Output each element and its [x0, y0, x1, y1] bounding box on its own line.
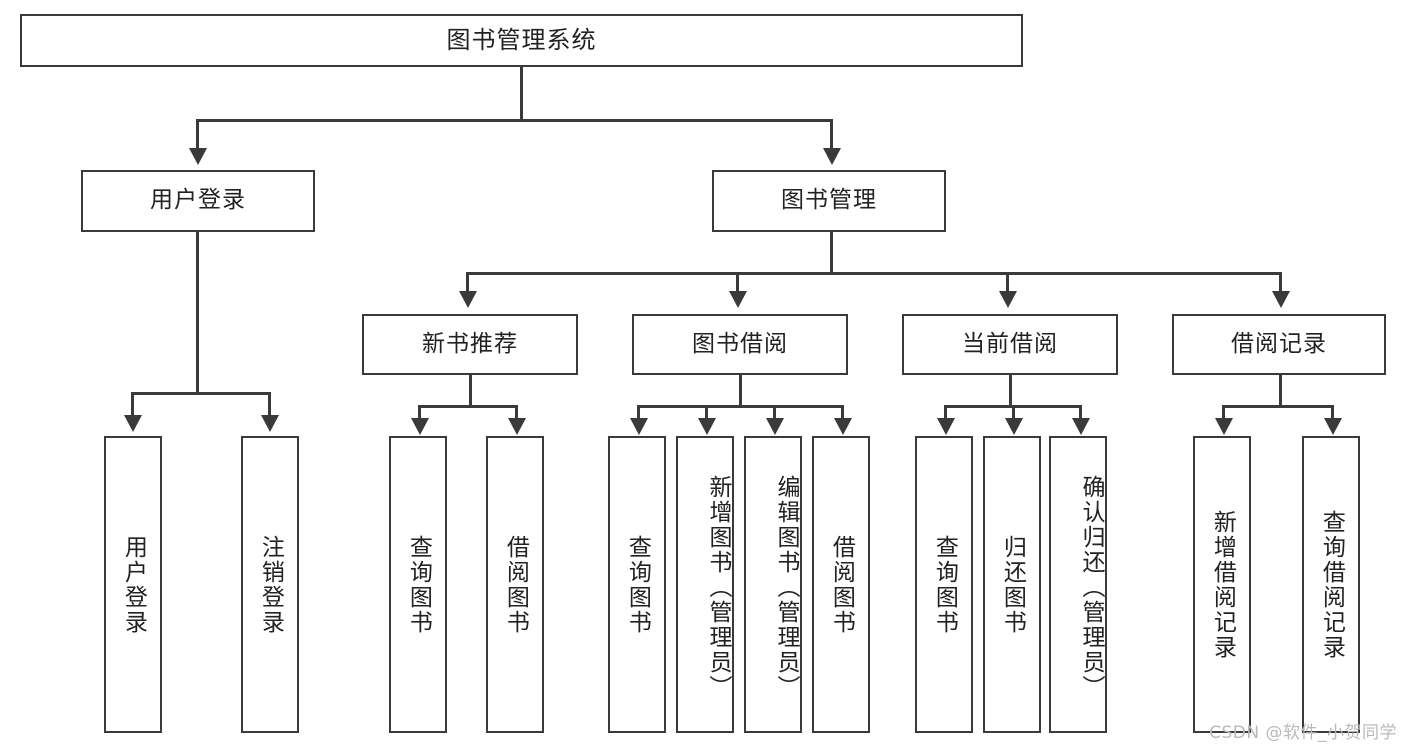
node-book-borrow[interactable]: 图书借阅 [632, 314, 848, 375]
arrow-root-to-book-management [823, 148, 841, 165]
connector-bm-drop-book-borrow [736, 272, 739, 293]
arrow-borrow-record-to-leaf-1 [1215, 418, 1233, 435]
connector-book-borrow-drop-2 [705, 405, 708, 420]
arrow-book-borrow-to-leaf-4 [834, 418, 852, 435]
node-book-management[interactable]: 图书管理 [712, 170, 946, 232]
leaf-current-borrow-3[interactable]: 确认归还（管理员） [1049, 436, 1107, 733]
arrow-bm-to-current-borrow [999, 291, 1017, 308]
connector-root-stem [520, 67, 523, 119]
connector-new-book-drop-2 [515, 405, 518, 420]
arrow-current-borrow-to-leaf-3 [1072, 418, 1090, 435]
leaf-book-borrow-4[interactable]: 借阅图书 [812, 436, 870, 733]
connector-new-book-drop-1 [418, 405, 421, 420]
arrow-user-login-to-leaf-1 [124, 415, 142, 432]
arrow-borrow-record-to-leaf-2 [1324, 418, 1342, 435]
leaf-new-book-recommend-1[interactable]: 查询图书 [389, 436, 447, 733]
connector-book-management-stem [830, 232, 833, 272]
leaf-label: 借阅图书 [828, 534, 855, 635]
connector-bm-drop-borrow-record [1279, 272, 1282, 293]
node-label: 用户登录 [150, 187, 246, 214]
connector-current-borrow-stem [1009, 375, 1012, 405]
leaf-book-borrow-3[interactable]: 编辑图书（管理员） [744, 436, 802, 733]
connector-root-drop-book-management [830, 119, 833, 150]
connector-book-management-bus [466, 272, 1282, 275]
leaf-label: 查询借阅记录 [1318, 509, 1345, 660]
node-borrow-record[interactable]: 借阅记录 [1172, 314, 1386, 375]
node-label: 当前借阅 [962, 330, 1058, 357]
connector-new-book-stem [469, 375, 472, 405]
leaf-user-login-2[interactable]: 注销登录 [241, 436, 299, 733]
leaf-label: 编辑图书（管理员） [773, 475, 799, 700]
connector-user-login-drop-1 [131, 392, 134, 417]
arrow-current-borrow-to-leaf-1 [937, 418, 955, 435]
leaf-borrow-record-2[interactable]: 查询借阅记录 [1302, 436, 1360, 733]
connector-user-login-drop-2 [268, 392, 271, 417]
connector-current-borrow-drop-3 [1079, 405, 1082, 420]
connector-bm-drop-new-book [466, 272, 469, 293]
connector-bm-drop-current-borrow [1006, 272, 1009, 293]
connector-new-book-bus [418, 405, 518, 408]
connector-user-login-stem [196, 232, 199, 392]
node-label: 借阅记录 [1231, 330, 1327, 357]
leaf-label: 新增图书（管理员） [705, 475, 731, 700]
arrow-root-to-user-login [189, 148, 207, 165]
arrow-new-book-to-leaf-2 [508, 418, 526, 435]
arrow-book-borrow-to-leaf-3 [766, 418, 784, 435]
connector-book-borrow-drop-1 [637, 405, 640, 420]
node-label: 图书借阅 [692, 330, 788, 357]
leaf-label: 确认归还（管理员） [1078, 475, 1104, 700]
leaf-label: 查询图书 [931, 534, 958, 635]
node-new-book-recommend[interactable]: 新书推荐 [362, 314, 578, 375]
connector-book-borrow-stem [739, 375, 742, 405]
connector-root-drop-user-login [196, 119, 199, 150]
node-root-book-management-system[interactable]: 图书管理系统 [20, 14, 1023, 67]
leaf-label: 注销登录 [257, 534, 284, 635]
arrow-book-borrow-to-leaf-1 [630, 418, 648, 435]
leaf-label: 归还图书 [999, 534, 1026, 635]
leaf-current-borrow-2[interactable]: 归还图书 [983, 436, 1041, 733]
leaf-new-book-recommend-2[interactable]: 借阅图书 [486, 436, 544, 733]
arrow-user-login-to-leaf-2 [261, 415, 279, 432]
connector-current-borrow-drop-1 [944, 405, 947, 420]
connector-root-bus [196, 119, 833, 122]
connector-borrow-record-stem [1279, 375, 1282, 405]
connector-borrow-record-drop-1 [1222, 405, 1225, 420]
leaf-borrow-record-1[interactable]: 新增借阅记录 [1193, 436, 1251, 733]
arrow-new-book-to-leaf-1 [411, 418, 429, 435]
leaf-label: 新增借阅记录 [1209, 509, 1236, 660]
connector-current-borrow-drop-2 [1012, 405, 1015, 420]
connector-book-borrow-bus [637, 405, 841, 408]
leaf-user-login-1[interactable]: 用户登录 [104, 436, 162, 733]
connector-borrow-record-drop-2 [1331, 405, 1334, 420]
leaf-book-borrow-2[interactable]: 新增图书（管理员） [676, 436, 734, 733]
leaf-book-borrow-1[interactable]: 查询图书 [608, 436, 666, 733]
connector-book-borrow-drop-3 [773, 405, 776, 420]
leaf-current-borrow-1[interactable]: 查询图书 [915, 436, 973, 733]
arrow-bm-to-borrow-record [1272, 291, 1290, 308]
node-label: 图书管理 [781, 187, 877, 214]
connector-borrow-record-bus [1222, 405, 1334, 408]
leaf-label: 用户登录 [120, 534, 147, 635]
node-user-login[interactable]: 用户登录 [81, 170, 315, 232]
connector-current-borrow-bus [944, 405, 1079, 408]
node-current-borrow[interactable]: 当前借阅 [902, 314, 1118, 375]
connector-user-login-bus [131, 392, 271, 395]
leaf-label: 查询图书 [624, 534, 651, 635]
arrow-bm-to-new-book-recommend [459, 291, 477, 308]
arrow-bm-to-book-borrow [729, 291, 747, 308]
arrow-book-borrow-to-leaf-2 [698, 418, 716, 435]
node-label: 图书管理系统 [446, 26, 597, 55]
leaf-label: 查询图书 [405, 534, 432, 635]
leaf-label: 借阅图书 [502, 534, 529, 635]
node-label: 新书推荐 [422, 330, 518, 357]
arrow-current-borrow-to-leaf-2 [1005, 418, 1023, 435]
connector-book-borrow-drop-4 [841, 405, 844, 420]
